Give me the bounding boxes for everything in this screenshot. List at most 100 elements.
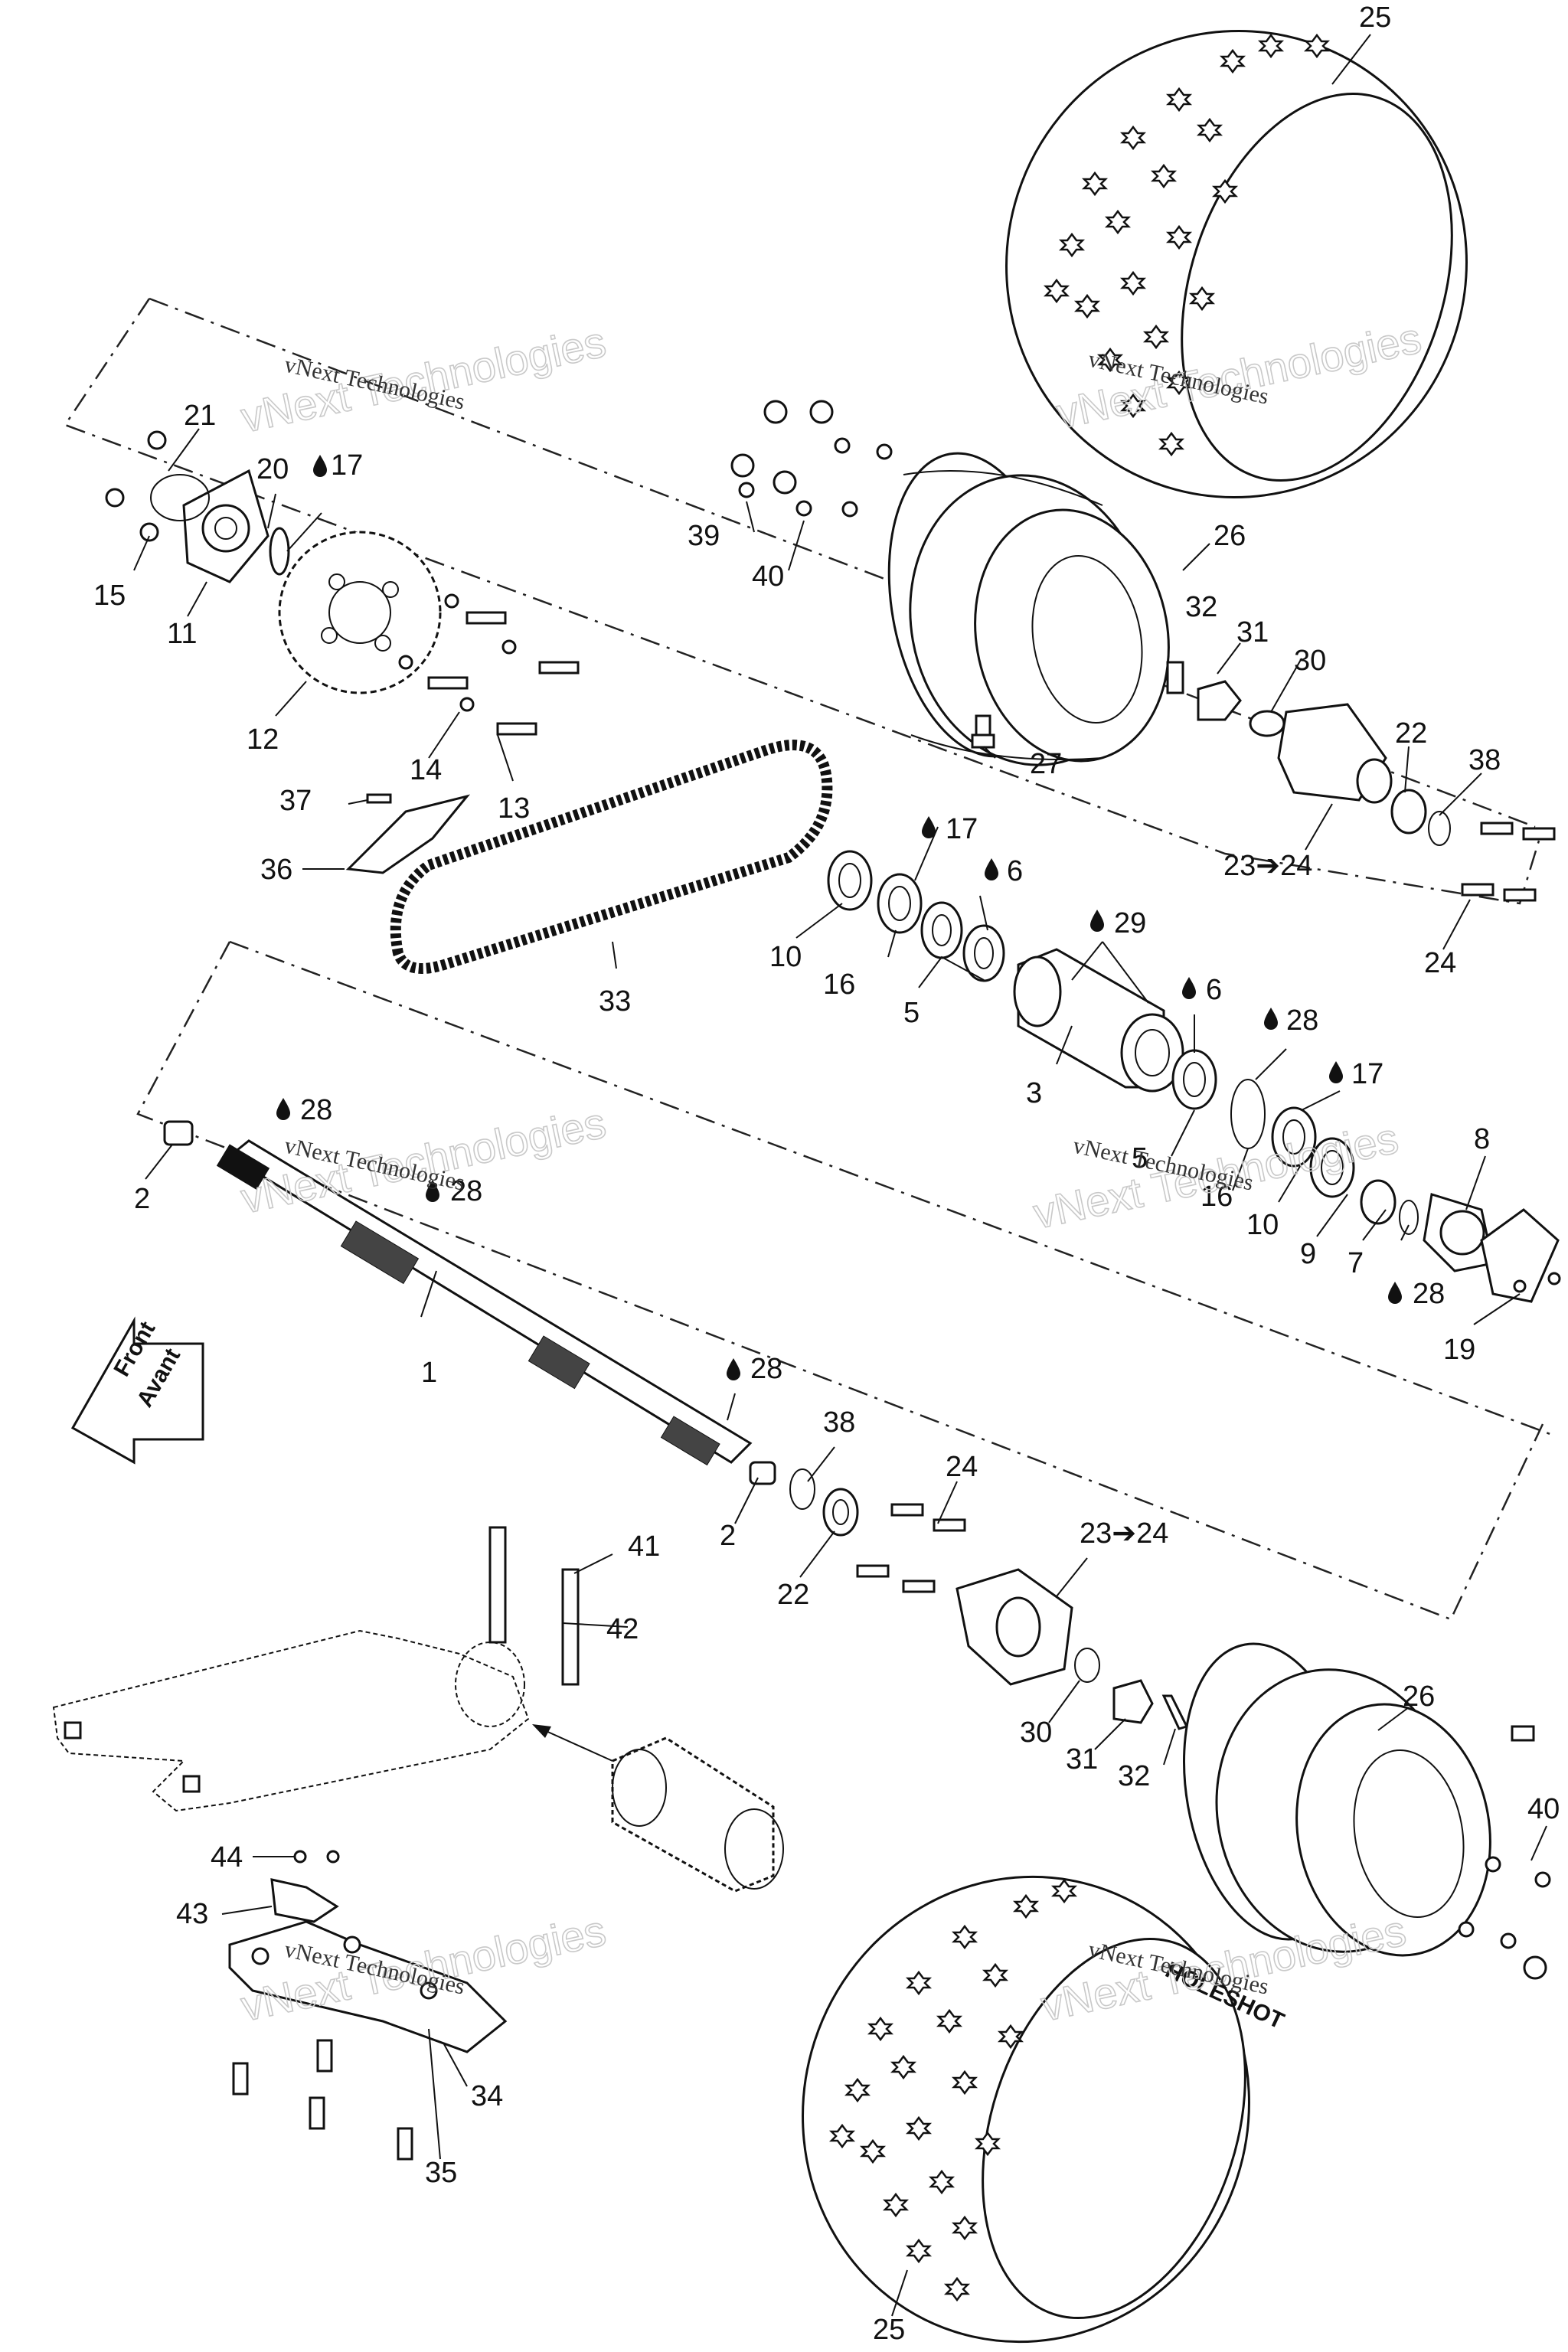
bearing-housing bbox=[1013, 948, 1184, 1093]
part-label-20: 20 bbox=[256, 453, 289, 485]
leader-lines bbox=[133, 34, 1547, 2317]
part-label-40-b: 40 bbox=[1527, 1793, 1560, 1825]
rear-tire-lower: HOLESHOT bbox=[802, 1875, 1288, 2344]
part-label-23-24-b: 23➔24 bbox=[1080, 1517, 1168, 1550]
part-label-30-b: 30 bbox=[1020, 1717, 1052, 1749]
part-label-33: 33 bbox=[599, 985, 631, 1018]
part-label-39: 39 bbox=[688, 520, 720, 552]
lubricant-drop-icons bbox=[276, 455, 1402, 1380]
front-direction-arrow: Front Avant bbox=[70, 1316, 204, 1465]
part-label-42: 42 bbox=[606, 1613, 639, 1645]
chain-slider bbox=[228, 1920, 508, 2053]
part-label-5-top: 5 bbox=[903, 997, 920, 1029]
grease-drop-icon bbox=[313, 455, 327, 477]
part-label-12: 12 bbox=[247, 724, 279, 756]
grease-drop-icon bbox=[276, 1098, 290, 1120]
part-label-10-b: 10 bbox=[1246, 1209, 1279, 1241]
part-label-19: 19 bbox=[1443, 1334, 1475, 1366]
part-label-5-b: 5 bbox=[1132, 1142, 1148, 1174]
part-label-43: 43 bbox=[176, 1898, 208, 1930]
part-label-24-top: 24 bbox=[1424, 947, 1456, 979]
part-label-17-b: 17 bbox=[946, 813, 978, 845]
slider-screws bbox=[232, 2039, 413, 2161]
part-label-32-b: 32 bbox=[1118, 1760, 1150, 1792]
part-label-25-top: 25 bbox=[1359, 2, 1391, 34]
part-label-37: 37 bbox=[279, 785, 312, 817]
part-label-29: 29 bbox=[1114, 907, 1146, 939]
part-label-17-c: 17 bbox=[1351, 1058, 1383, 1090]
part-label-28-d: 28 bbox=[450, 1175, 482, 1207]
swing-arm bbox=[52, 1629, 613, 1812]
part-label-17-a: 17 bbox=[331, 449, 363, 482]
part-label-28-b: 28 bbox=[1413, 1278, 1445, 1310]
part-label-22-top: 22 bbox=[1395, 717, 1427, 750]
watermark-text: vNext Technologies bbox=[237, 317, 609, 441]
part-label-3: 3 bbox=[1026, 1077, 1042, 1109]
wheel-nuts-top bbox=[730, 400, 893, 518]
part-label-35: 35 bbox=[425, 2157, 457, 2189]
part-label-23-24-top: 23➔24 bbox=[1223, 850, 1312, 882]
part-label-2-b: 2 bbox=[720, 1520, 736, 1552]
part-label-34: 34 bbox=[471, 2080, 503, 2112]
part-label-28-c: 28 bbox=[300, 1094, 332, 1126]
axle-spacers bbox=[163, 1120, 776, 1485]
part-label-28-e: 28 bbox=[750, 1353, 782, 1385]
grease-drop-icon bbox=[1329, 1061, 1343, 1083]
lower-axle-rings bbox=[789, 1468, 859, 1537]
part-label-31-top: 31 bbox=[1236, 616, 1269, 648]
grease-drop-icon bbox=[1388, 1282, 1402, 1304]
part-label-9: 9 bbox=[1300, 1238, 1316, 1270]
part-label-11: 11 bbox=[167, 618, 197, 650]
grease-drop-icon bbox=[1090, 910, 1104, 932]
part-label-40-top: 40 bbox=[752, 560, 784, 593]
wheel-rim-lower bbox=[1183, 1642, 1535, 1957]
part-label-24-b: 24 bbox=[946, 1451, 978, 1483]
part-label-14: 14 bbox=[410, 754, 442, 786]
bearing-stack-lower bbox=[1171, 1049, 1419, 1235]
hub-assembly-lower bbox=[856, 1503, 1189, 1730]
part-label-38-b: 38 bbox=[823, 1406, 855, 1439]
rear-axle bbox=[216, 1139, 753, 1466]
grease-drop-icon bbox=[727, 1358, 740, 1380]
part-label-6-b: 6 bbox=[1206, 974, 1222, 1006]
part-label-44: 44 bbox=[211, 1841, 243, 1873]
part-label-6-a: 6 bbox=[1007, 855, 1023, 887]
part-label-15: 15 bbox=[93, 580, 126, 612]
part-label-1: 1 bbox=[421, 1357, 437, 1389]
part-label-22-b: 22 bbox=[777, 1579, 809, 1611]
part-label-41: 41 bbox=[628, 1530, 660, 1563]
grease-drop-icon bbox=[1182, 977, 1196, 999]
bearing-stack-upper bbox=[827, 850, 1005, 982]
sprocket-bolts bbox=[398, 593, 580, 736]
part-label-36: 36 bbox=[260, 854, 292, 886]
part-label-8: 8 bbox=[1474, 1123, 1490, 1155]
part-label-30-top: 30 bbox=[1294, 645, 1326, 677]
valve-stem-top bbox=[971, 714, 995, 749]
grease-drop-icon bbox=[1264, 1008, 1278, 1030]
assembly-boundary-lower bbox=[136, 940, 1555, 1621]
part-labels: 25 21 20 17 15 11 12 14 13 37 36 33 39 4… bbox=[93, 2, 1560, 2346]
drive-sprocket bbox=[278, 531, 442, 694]
part-label-10-top: 10 bbox=[769, 941, 802, 973]
watermark-text: vNext Technologies bbox=[237, 1098, 609, 1222]
part-label-16-top: 16 bbox=[823, 969, 855, 1001]
wheel-rim-top bbox=[887, 452, 1170, 766]
part-label-38-top: 38 bbox=[1468, 744, 1501, 776]
part-label-25-b: 25 bbox=[873, 2314, 905, 2346]
part-label-16-b: 16 bbox=[1200, 1181, 1233, 1213]
part-label-7: 7 bbox=[1348, 1247, 1364, 1279]
swing-arm-bolts bbox=[488, 1526, 580, 1686]
part-label-21: 21 bbox=[184, 400, 216, 432]
drive-chain bbox=[390, 740, 833, 974]
grease-drop-icon bbox=[985, 858, 998, 880]
brake-hub-assembly bbox=[1423, 1193, 1561, 1303]
chain-guide bbox=[345, 793, 471, 874]
part-label-32-top: 32 bbox=[1185, 591, 1217, 623]
hub-assembly-top bbox=[1166, 661, 1556, 902]
part-label-13: 13 bbox=[498, 792, 530, 825]
rear-tire-top bbox=[1005, 29, 1468, 499]
slider-bracket bbox=[270, 1850, 340, 1923]
grease-drop-icon bbox=[922, 816, 936, 838]
part-label-31-b: 31 bbox=[1066, 1743, 1098, 1775]
